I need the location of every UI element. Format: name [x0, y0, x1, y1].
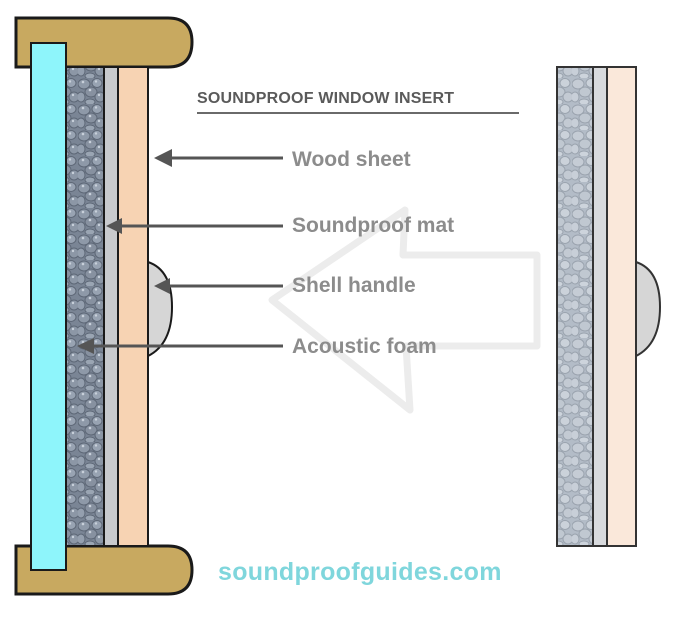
arrowhead-shell-handle-icon — [154, 278, 170, 294]
direction-arrow-icon — [268, 206, 541, 414]
shell-handle-right — [635, 260, 662, 358]
arrowhead-wood-sheet-icon — [154, 149, 172, 167]
wood-sheet-right — [606, 66, 637, 547]
arrowhead-soundproof-mat-icon — [106, 218, 122, 234]
acoustic-foam-right — [556, 66, 594, 547]
label-acoustic-foam: Acoustic foam — [292, 335, 437, 358]
pointer-arrows — [77, 149, 283, 354]
acoustic-foam-left — [65, 66, 105, 547]
glass-pane — [30, 42, 67, 571]
label-soundproof-mat: Soundproof mat — [292, 214, 455, 237]
soundproof-mat-left — [103, 66, 119, 547]
arrowhead-acoustic-foam-icon — [77, 338, 94, 354]
wood-sheet-left — [117, 66, 149, 547]
label-wood-sheet: Wood sheet — [292, 148, 411, 171]
diagram-title: SOUNDPROOF WINDOW INSERT — [197, 90, 455, 107]
soundproof-mat-right — [592, 66, 608, 547]
shell-handle-left — [147, 260, 174, 358]
title-underline — [197, 112, 519, 114]
footer-website: soundproofguides.com — [218, 558, 502, 586]
label-shell-handle: Shell handle — [292, 274, 416, 297]
